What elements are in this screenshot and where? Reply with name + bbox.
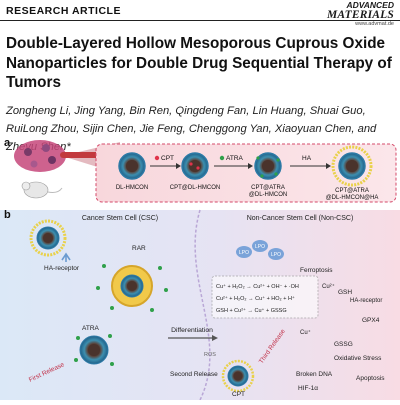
mouse-icon: [21, 181, 63, 199]
np-dl-hmcon: [118, 152, 146, 180]
apoptosis-label: Apoptosis: [356, 375, 385, 382]
svg-text:LPO: LPO: [255, 244, 265, 250]
gssg-label: GSSG: [334, 341, 353, 348]
released-particle: [111, 265, 153, 307]
panel-a: CPT ATRA HA DL-HMCON CPT@DL-HMCON CPT@AT…: [14, 140, 397, 203]
journal-header: RESEARCH ARTICLE ADVANCED MATERIALS www.…: [0, 0, 400, 28]
label-cpt-atra-dl-hmcon-ha: CPT@ATRA@DL-HMCON@HA: [326, 188, 379, 201]
panel-a-letter: a: [4, 137, 11, 149]
cu-plus-label: Cu⁺: [300, 329, 311, 336]
cpt-label: CPT: [232, 391, 245, 398]
broken-dna-label: Broken DNA: [296, 371, 333, 378]
second-release-label: Second Release: [170, 371, 218, 378]
atra-molecules: [96, 264, 168, 312]
reaction-3: GSH + Cu²⁺ → Cu⁺ + GSSG: [216, 307, 287, 314]
article-title: Double-Layered Hollow Mesoporous Cuprous…: [6, 35, 392, 91]
csc-label: Cancer Stem Cell (CSC): [82, 215, 158, 222]
reagent-ha: HA: [302, 155, 312, 162]
reagent-atra: ATRA: [226, 155, 244, 162]
cu2-label: Cu²⁺: [322, 283, 335, 290]
np-ha-coated: [331, 145, 373, 187]
rar-label: RAR: [132, 245, 146, 252]
np-cpt-loaded: [181, 152, 209, 180]
ha-receptor-label: HA-receptor: [44, 265, 80, 272]
article-type: RESEARCH ARTICLE: [6, 5, 121, 17]
svg-text:LPO: LPO: [271, 252, 281, 258]
gpx4-label: GPX4: [362, 317, 380, 324]
svg-text:LPO: LPO: [239, 250, 249, 256]
figure-illustration: CPT ATRA HA DL-HMCON CPT@DL-HMCON CPT@AT…: [0, 140, 400, 401]
reagent-cpt: CPT: [161, 155, 174, 162]
journal-url[interactable]: www.advmat.de: [355, 21, 394, 27]
header-divider: [0, 20, 400, 21]
journal-name-line1: ADVANCED: [346, 0, 394, 10]
cpt-dot-icon: [154, 155, 160, 161]
cell-boundary: [194, 209, 211, 401]
atra-label: ATRA: [82, 325, 100, 332]
label-dl-hmcon: DL-HMCON: [116, 185, 148, 191]
graphical-abstract: CPT ATRA HA DL-HMCON CPT@DL-HMCON CPT@AT…: [0, 137, 400, 401]
reaction-2: Cu²⁺ + H₂O₂ → Cu⁺ + HO₂ + H⁺: [216, 295, 295, 302]
oxidative-stress-label: Oxidative Stress: [334, 355, 382, 362]
tumor-tissue-illustration: [14, 140, 66, 172]
atra-release-particle: [74, 334, 114, 366]
hif-label: HIF-1α: [298, 385, 318, 392]
ha-receptor-right-label: HA-receptor: [350, 298, 382, 304]
incoming-nanoparticle: [29, 219, 67, 257]
label-cpt-atra-dl-hmcon: CPT@ATRA@DL-HMCON: [249, 185, 287, 198]
panel-b-letter: b: [4, 209, 11, 221]
lpo-cluster: LPO LPO LPO: [236, 240, 284, 260]
journal-logo: ADVANCED MATERIALS www.advmat.de: [327, 1, 394, 28]
np-cpt-atra-loaded: [254, 152, 282, 180]
atra-dot-icon: [219, 155, 225, 161]
label-cpt-dl-hmcon: CPT@DL-HMCON: [170, 185, 220, 191]
panel-b: Cancer Stem Cell (CSC) Non-Cancer Stem C…: [0, 209, 400, 401]
reaction-box: [211, 275, 319, 319]
differentiation-label: Differentiation: [171, 327, 213, 334]
reaction-1: Cu⁺ + H₂O₂ → Cu²⁺ + OH⁻ + ·OH: [216, 283, 299, 290]
ferroptosis-label: Ferroptosis: [300, 267, 333, 274]
journal-name-line2: MATERIALS: [327, 9, 394, 21]
gsh-label: GSH: [338, 289, 352, 296]
cpt-particle: [221, 359, 255, 393]
noncsc-label: Non-Cancer Stem Cell (Non-CSC): [247, 215, 354, 222]
receptor-icon: [61, 252, 71, 262]
ros-label: ROS: [204, 352, 216, 358]
